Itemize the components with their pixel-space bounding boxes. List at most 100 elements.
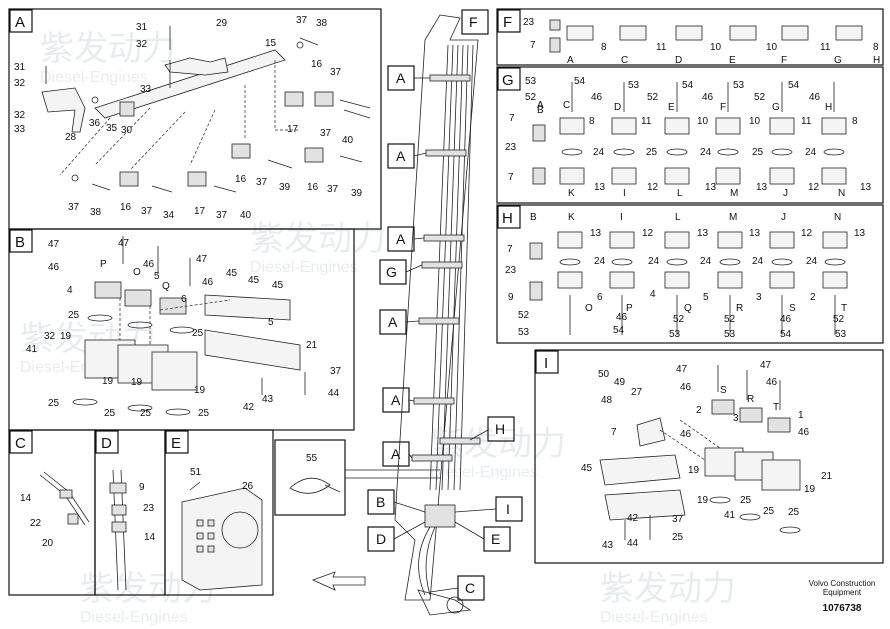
callout-number-48: 48 [601, 395, 613, 406]
callout-number-19: 19 [60, 331, 72, 342]
block-r [739, 407, 763, 423]
panel-h-frame [496, 204, 884, 344]
callout-number-16: 16 [235, 174, 247, 185]
clamp-block-top [822, 231, 848, 249]
o-ring-24 [561, 148, 583, 156]
callout-d: D [376, 531, 386, 547]
boom-callouts: F A A A G A A A H B I D E [311, 9, 523, 601]
callout-number-11: 11 [641, 116, 652, 127]
callout-number-24: 24 [700, 256, 712, 267]
callout-number-h: H [873, 55, 880, 66]
hose-line [418, 526, 431, 596]
callout-number-13: 13 [594, 182, 606, 193]
callout-number-39: 39 [279, 182, 291, 193]
callout-number-f: F [720, 102, 726, 113]
callout-number-29: 29 [216, 18, 228, 29]
callout-number-l: L [677, 188, 683, 199]
callout-number-3: 3 [733, 413, 739, 424]
panel-e-letter: E [171, 435, 181, 452]
panel-strap-frame [274, 439, 346, 516]
callout-number-52: 52 [754, 92, 766, 103]
footer-block: Volvo Construction Equipment 1076738 [809, 579, 876, 614]
panel-i-frame [534, 349, 884, 564]
hose-clamp [429, 74, 471, 82]
clamp-block-bottom [559, 167, 585, 185]
callout-number-10: 10 [697, 116, 709, 127]
bolt-lines [45, 26, 171, 88]
callout-number-46: 46 [798, 427, 810, 438]
callout-number-46: 46 [809, 92, 821, 103]
callout-number-27: 27 [631, 387, 643, 398]
callout-number-46: 46 [766, 377, 778, 388]
callout-number-13: 13 [590, 228, 602, 239]
callout-number-42: 42 [243, 402, 255, 413]
callout-number-28: 28 [65, 132, 77, 143]
callout-number-n: N [834, 212, 841, 223]
callout-number-7: 7 [507, 244, 513, 255]
callout-number-7: 7 [508, 172, 514, 183]
callout-number-b: B [530, 212, 537, 223]
plate-26 [181, 487, 263, 591]
washer [71, 174, 79, 182]
callout-number-41: 41 [26, 344, 38, 355]
o-ring-24 [611, 258, 633, 266]
callout-number-53: 53 [518, 327, 530, 338]
callout-number-n: N [838, 188, 845, 199]
callout-number-k: K [568, 212, 575, 223]
callout-number-32: 32 [14, 78, 26, 89]
callout-number-21: 21 [821, 471, 833, 482]
callout-number-25: 25 [788, 507, 800, 518]
clamp-block [675, 25, 703, 41]
clamp-block-bottom [609, 271, 635, 289]
callout-number-21: 21 [306, 340, 318, 351]
callout-number-45: 45 [581, 463, 593, 474]
fitting-9 [109, 482, 127, 494]
leader-line [469, 429, 489, 441]
leader-line [405, 320, 420, 323]
clamp-block [566, 25, 594, 41]
callout-number-11: 11 [820, 42, 831, 53]
hose-line [459, 44, 474, 491]
panel-e-frame [164, 429, 274, 596]
callout-number-24: 24 [700, 147, 712, 158]
callout-number-46: 46 [702, 92, 714, 103]
plate-hole [196, 532, 204, 540]
callout-number-45: 45 [272, 280, 284, 291]
washer [296, 41, 304, 49]
plate-21 [604, 489, 686, 521]
clamp-block-top [717, 231, 743, 249]
callout-number-53: 53 [835, 329, 847, 340]
callout-number-9: 9 [508, 292, 514, 303]
footer-brand-line1: Volvo Construction [809, 579, 876, 588]
callout-number-53: 53 [628, 80, 640, 91]
boom-pin [446, 596, 464, 614]
plate-21 [204, 329, 301, 371]
callout-number-d: D [675, 55, 682, 66]
fitting-22 [67, 513, 79, 525]
callout-number-33: 33 [140, 84, 152, 95]
cable-tie-55 [289, 477, 331, 494]
block-19 [761, 459, 801, 491]
block-t [767, 417, 791, 433]
callout-number-16: 16 [120, 202, 132, 213]
plate-hole [196, 545, 204, 553]
clamp-half-16 [304, 147, 324, 163]
callout-number-f: F [781, 55, 787, 66]
callout-number-25: 25 [68, 310, 80, 321]
callout-f-box [461, 9, 489, 35]
panel-b-letter: B [15, 234, 25, 251]
plate-hole [207, 532, 215, 540]
hose-line [425, 526, 436, 596]
callout-number-53: 53 [724, 329, 736, 340]
callout-number-47: 47 [196, 254, 208, 265]
panel-letters: A B C D E F G H I [9, 9, 559, 454]
block-s [711, 399, 735, 415]
watermark-cn: 紫发动力 [250, 220, 386, 258]
clamp-block [619, 25, 647, 41]
cable-tie-tail [324, 484, 341, 493]
callout-number-13: 13 [697, 228, 709, 239]
panel-c-drawing [39, 471, 90, 526]
plate-45 [599, 454, 681, 486]
panel-f-drawing [549, 19, 863, 53]
